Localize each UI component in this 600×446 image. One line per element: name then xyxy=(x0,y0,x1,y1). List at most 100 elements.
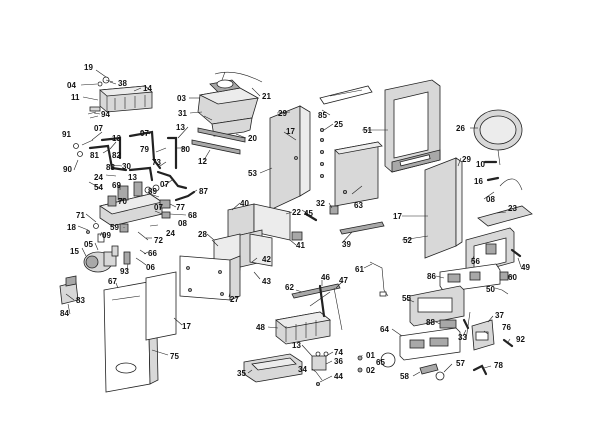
part-label: 83 xyxy=(76,296,85,305)
sight-disc-part xyxy=(473,109,523,166)
part-label: 52 xyxy=(403,236,412,245)
part-label: 08 xyxy=(178,219,187,228)
leader-lines xyxy=(65,69,522,383)
clip-part xyxy=(510,248,522,258)
part-label: 09 xyxy=(102,231,111,240)
part-label: 63 xyxy=(354,201,363,210)
part-label: 64 xyxy=(380,325,389,334)
part-label: 23 xyxy=(508,204,517,213)
mounting-bracket-part xyxy=(59,275,79,305)
part-label: 13 xyxy=(128,173,137,182)
sensor-part xyxy=(161,211,171,219)
part-label: 32 xyxy=(316,199,325,208)
part-label: 79 xyxy=(140,145,149,154)
part-label: 80 xyxy=(181,145,190,154)
part-label: 07 xyxy=(160,180,169,189)
part-label: 07 xyxy=(140,129,149,138)
right-side-panel-part xyxy=(424,157,463,259)
clip-part xyxy=(501,289,509,295)
ignition-module-part xyxy=(471,319,495,351)
part-label: 25 xyxy=(334,120,343,129)
gas-cock-part xyxy=(311,351,329,386)
bracket-part xyxy=(477,205,533,227)
part-label: 89 xyxy=(148,187,157,196)
part-label: 24 xyxy=(94,173,103,182)
knob-part xyxy=(435,371,445,381)
part-label: 37 xyxy=(495,311,504,320)
part-label: 17 xyxy=(286,127,295,136)
part-label: 85 xyxy=(318,111,327,120)
switch-part xyxy=(499,271,509,281)
part-label: 77 xyxy=(176,203,185,212)
part-label: 24 xyxy=(166,229,175,238)
part-label: 70 xyxy=(118,197,127,206)
part-label: 46 xyxy=(321,273,330,282)
part-label: 47 xyxy=(339,276,348,285)
fan-hood-part xyxy=(197,79,260,137)
gas-valve-manifold-part xyxy=(99,181,163,227)
rod-part xyxy=(339,221,385,235)
part-label: 15 xyxy=(70,247,79,256)
part-label: 51 xyxy=(363,126,372,135)
part-label: 31 xyxy=(178,109,187,118)
part-label: 45 xyxy=(304,209,313,218)
part-label: 75 xyxy=(170,352,179,361)
part-label: 84 xyxy=(60,309,69,318)
part-label: 27 xyxy=(230,295,239,304)
part-label: 01 xyxy=(366,351,375,360)
clip-part xyxy=(462,318,470,330)
base-tray-part xyxy=(243,353,303,383)
clip-part xyxy=(502,338,514,348)
knob-part xyxy=(419,363,439,375)
part-label: 17 xyxy=(393,212,402,221)
burner-part xyxy=(275,311,331,345)
part-label: 81 xyxy=(90,151,99,160)
part-label: 07 xyxy=(94,124,103,133)
part-label: 67 xyxy=(108,277,117,286)
fitting-part xyxy=(123,249,147,265)
wire-part xyxy=(465,311,471,341)
knob-part xyxy=(380,352,396,368)
fascia-part xyxy=(399,327,461,361)
combustion-chamber-part xyxy=(179,203,303,301)
part-label: 57 xyxy=(456,359,465,368)
part-label: 90 xyxy=(63,165,72,174)
top-label-plate xyxy=(319,85,373,105)
part-label: 66 xyxy=(148,249,157,258)
clip-part xyxy=(304,212,318,222)
part-label: 65 xyxy=(376,358,385,367)
part-label: 44 xyxy=(334,372,343,381)
part-label: 19 xyxy=(84,63,93,72)
part-label: 41 xyxy=(296,241,305,250)
part-label: 33 xyxy=(458,333,467,342)
part-label: 17 xyxy=(182,322,191,331)
part-label: 06 xyxy=(146,263,155,272)
part-label: 08 xyxy=(486,195,495,204)
part-label: 62 xyxy=(285,283,294,292)
part-label: 14 xyxy=(143,84,152,93)
part-label: 69 xyxy=(112,181,121,190)
control-box-part xyxy=(465,227,515,275)
control-panel-part xyxy=(439,263,501,293)
part-label: 03 xyxy=(177,94,186,103)
screw-part xyxy=(357,367,363,373)
part-label: 10 xyxy=(476,160,485,169)
part-label: 49 xyxy=(521,263,530,272)
part-label: 78 xyxy=(494,361,503,370)
part-label: 36 xyxy=(334,357,343,366)
part-label: 40 xyxy=(240,199,249,208)
heat-exchanger-part xyxy=(89,76,153,113)
part-label: 76 xyxy=(502,323,511,332)
part-label: 61 xyxy=(355,265,364,274)
connector-part xyxy=(439,319,457,329)
part-label: 86 xyxy=(427,272,436,281)
part-label: 21 xyxy=(262,92,271,101)
screw-part xyxy=(357,355,363,361)
inner-panel-part xyxy=(334,141,383,207)
clip-part xyxy=(329,205,339,215)
part-label: 56 xyxy=(471,257,480,266)
part-label: 30 xyxy=(122,162,131,171)
part-label: 28 xyxy=(198,230,207,239)
side-panel-part xyxy=(269,105,311,211)
